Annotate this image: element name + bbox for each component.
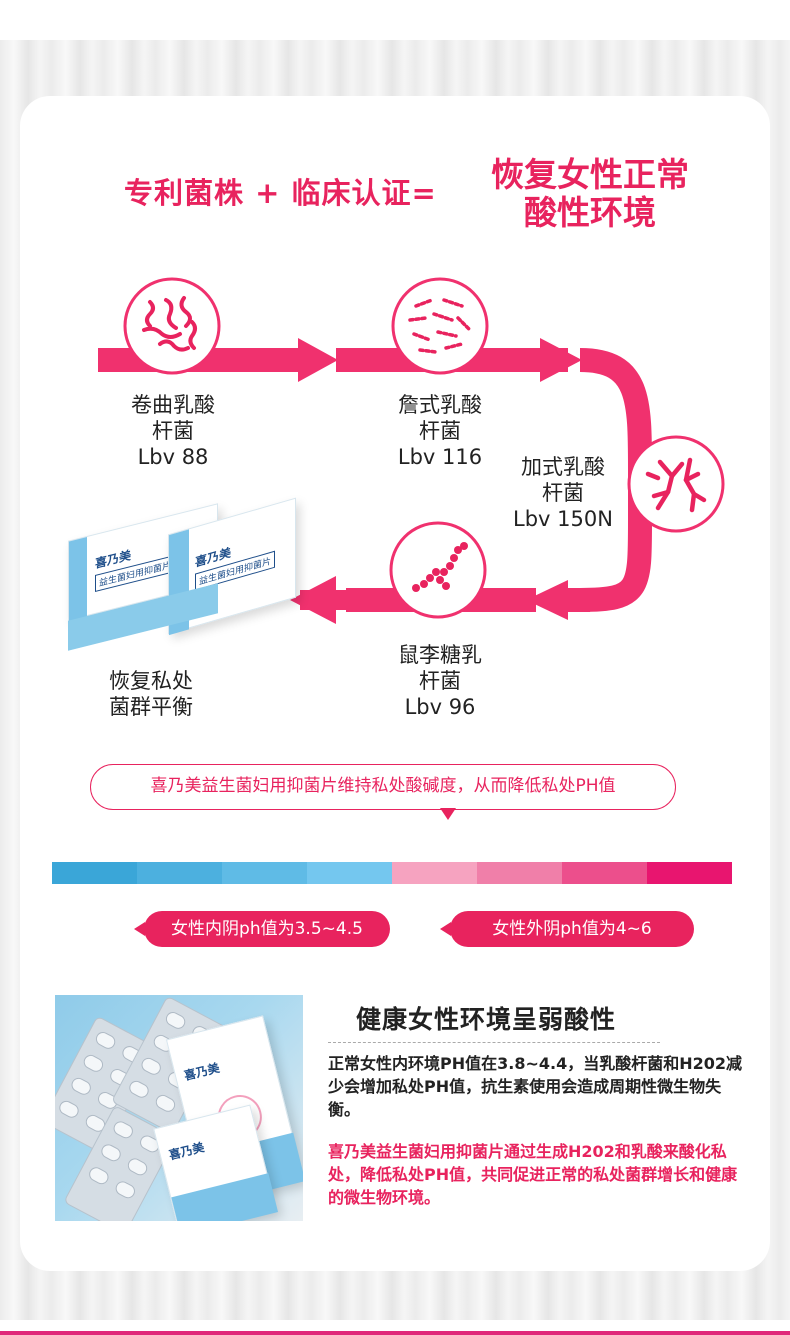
strain-1-name-line2: 杆菌 (152, 419, 194, 443)
product-box-image: 喜乃美 益生菌妇用抑菌片 喜乃美 益生菌妇用抑菌片 (28, 482, 300, 660)
ph-seg-6 (477, 862, 562, 884)
strain-4-code: Lbv 96 (404, 695, 476, 719)
ph-seg-3 (222, 862, 307, 884)
branched-bacteria-icon (627, 435, 725, 533)
ph-seg-7 (562, 862, 647, 884)
strain-3-name-line1: 加式乳酸 (521, 455, 605, 479)
strain-1-name-line1: 卷曲乳酸 (131, 393, 215, 417)
strain-3-code: Lbv 150N (513, 507, 613, 531)
headline-result-line2: 酸性环境 (524, 193, 656, 232)
photo-box-logo-1: 喜乃美 (182, 1060, 221, 1084)
section-paragraph-2: 喜乃美益生菌妇用抑菌片通过生成H202和乳酸来酸化私处，降低私处PH值，共同促进… (328, 1142, 738, 1207)
headline-formula: 专利菌株 + 临床认证= (124, 176, 437, 210)
headline-result: 恢复女性正常 酸性环境 (470, 156, 710, 232)
strain-label-2: 詹式乳酸 杆菌 Lbv 116 (375, 392, 505, 470)
strain-1-code: Lbv 88 (137, 445, 209, 469)
strain-label-4: 鼠李糖乳 杆菌 Lbv 96 (375, 642, 505, 720)
ph-seg-2 (137, 862, 222, 884)
strain-4-name-line1: 鼠李糖乳 (398, 643, 482, 667)
headline-result-line1: 恢复女性正常 (491, 155, 689, 194)
section-paragraph-1: 正常女性内环境PH值在3.8~4.4，当乳酸杆菌和H202减少会增加私处PH值，… (328, 1054, 743, 1119)
result-label: 恢复私处 菌群平衡 (86, 668, 216, 720)
strain-label-3: 加式乳酸 杆菌 Lbv 150N (498, 454, 628, 532)
ph-statement: 喜乃美益生菌妇用抑菌片维持私处酸碱度，从而降低私处PH值 (90, 764, 676, 810)
strain-3-name-line2: 杆菌 (542, 481, 584, 505)
product-photo: 喜乃美 喜乃美 (55, 995, 303, 1221)
result-line1: 恢复私处 (109, 669, 193, 693)
outer-ph-badge: 女性外阴ph值为4~6 (440, 911, 694, 947)
ph-seg-4 (307, 862, 392, 884)
strain-2-name-line1: 詹式乳酸 (398, 393, 482, 417)
inner-ph-badge: 女性内阴ph值为3.5~4.5 (134, 911, 390, 947)
strain-label-1: 卷曲乳酸 杆菌 Lbv 88 (108, 392, 238, 470)
result-line2: 菌群平衡 (109, 695, 193, 719)
curly-bacteria-icon (123, 277, 221, 375)
photo-box-logo-2: 喜乃美 (167, 1140, 206, 1163)
bottom-accent-line (0, 1331, 790, 1335)
chain-bacteria-icon (389, 521, 487, 619)
strain-4-name-line2: 杆菌 (419, 669, 461, 693)
rod-bacteria-icon (391, 277, 489, 375)
section-title: 健康女性环境呈弱酸性 (356, 1005, 617, 1034)
ph-scale-bar (52, 862, 732, 884)
strain-2-name-line2: 杆菌 (419, 419, 461, 443)
statement-pointer (440, 808, 456, 820)
strain-flow-diagram (98, 277, 725, 624)
ph-seg-8 (647, 862, 732, 884)
section-divider (328, 1042, 660, 1043)
ph-seg-1 (52, 862, 137, 884)
ph-seg-5 (392, 862, 477, 884)
strain-2-code: Lbv 116 (397, 445, 483, 469)
